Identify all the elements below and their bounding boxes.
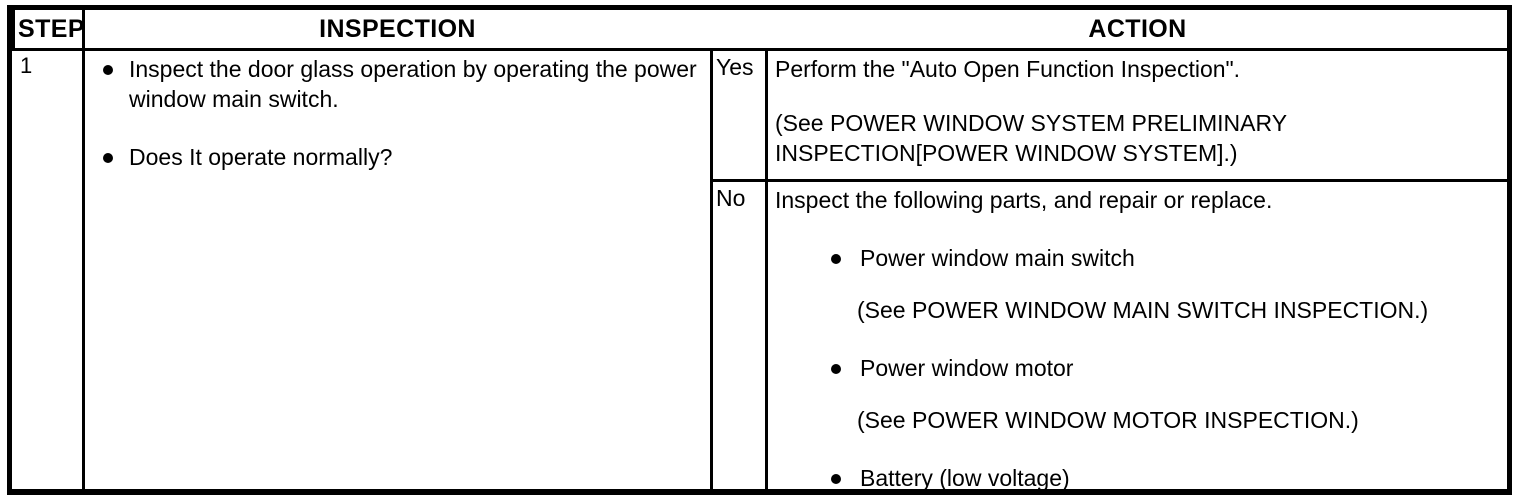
action-lead-text: Perform the "Auto Open Function Inspecti… [775,56,1241,82]
action-cell-yes: Perform the "Auto Open Function Inspecti… [775,54,1505,168]
action-part-reference: (See POWER WINDOW MOTOR INSPECTION.) [857,407,1359,433]
bullet-spacer [775,215,1505,243]
column-header-action: ACTION [1088,15,1187,43]
bullet-spacer [94,114,706,142]
list-item: Inspect the door glass operation by oper… [94,54,706,114]
bullet-dot-icon [831,364,841,374]
inspection-bullet-list: Inspect the door glass operation by oper… [94,54,706,172]
list-item: Power window main switch [775,243,1505,273]
bullet-spacer [775,435,1505,463]
action-lead-text: Inspect the following parts, and repair … [775,187,1273,213]
action-reference-text: (See POWER WINDOW SYSTEM PRELIMINARY INS… [775,110,1288,166]
inspection-bullet-text: Does It operate normally? [129,144,393,170]
bullet-dot-icon [103,65,113,75]
inspection-bullet-text: Inspect the door glass operation by oper… [129,56,697,112]
troubleshooting-table: STEP INSPECTION ACTION 1 Inspect the doo… [7,5,1512,495]
column-header-inspection: INSPECTION [319,15,476,43]
step-number: 1 [20,53,33,78]
bullet-spacer [775,325,1505,353]
action-bullet-list: Power window main switch (See POWER WIND… [775,215,1505,491]
inspection-cell: Inspect the door glass operation by oper… [94,54,706,172]
action-part-label: Power window main switch [860,245,1135,271]
column-header-step: STEP [18,15,85,43]
yes-no-divider-rule [710,179,1507,182]
bullet-dot-icon [103,153,113,163]
answer-column-rule [765,48,768,489]
reference-spacer [775,383,1505,405]
answer-label-yes: Yes [716,54,754,80]
inspection-column-rule [710,48,713,489]
action-header-rule [12,10,15,48]
list-item: Battery (low voltage) [775,463,1505,491]
bullet-dot-icon [831,254,841,264]
action-part-label: Battery (low voltage) [860,465,1070,491]
list-item: Does It operate normally? [94,142,706,172]
bullet-dot-icon [831,474,841,484]
step-column-rule [82,10,85,489]
answer-label-no: No [716,185,746,211]
reference-spacer [775,273,1505,295]
action-part-reference: (See POWER WINDOW MAIN SWITCH INSPECTION… [857,297,1429,323]
header-rule [12,48,1507,51]
paragraph-spacer [775,84,1505,108]
action-cell-no: Inspect the following parts, and repair … [775,185,1505,491]
list-item: Power window motor [775,353,1505,383]
action-part-label: Power window motor [860,355,1074,381]
